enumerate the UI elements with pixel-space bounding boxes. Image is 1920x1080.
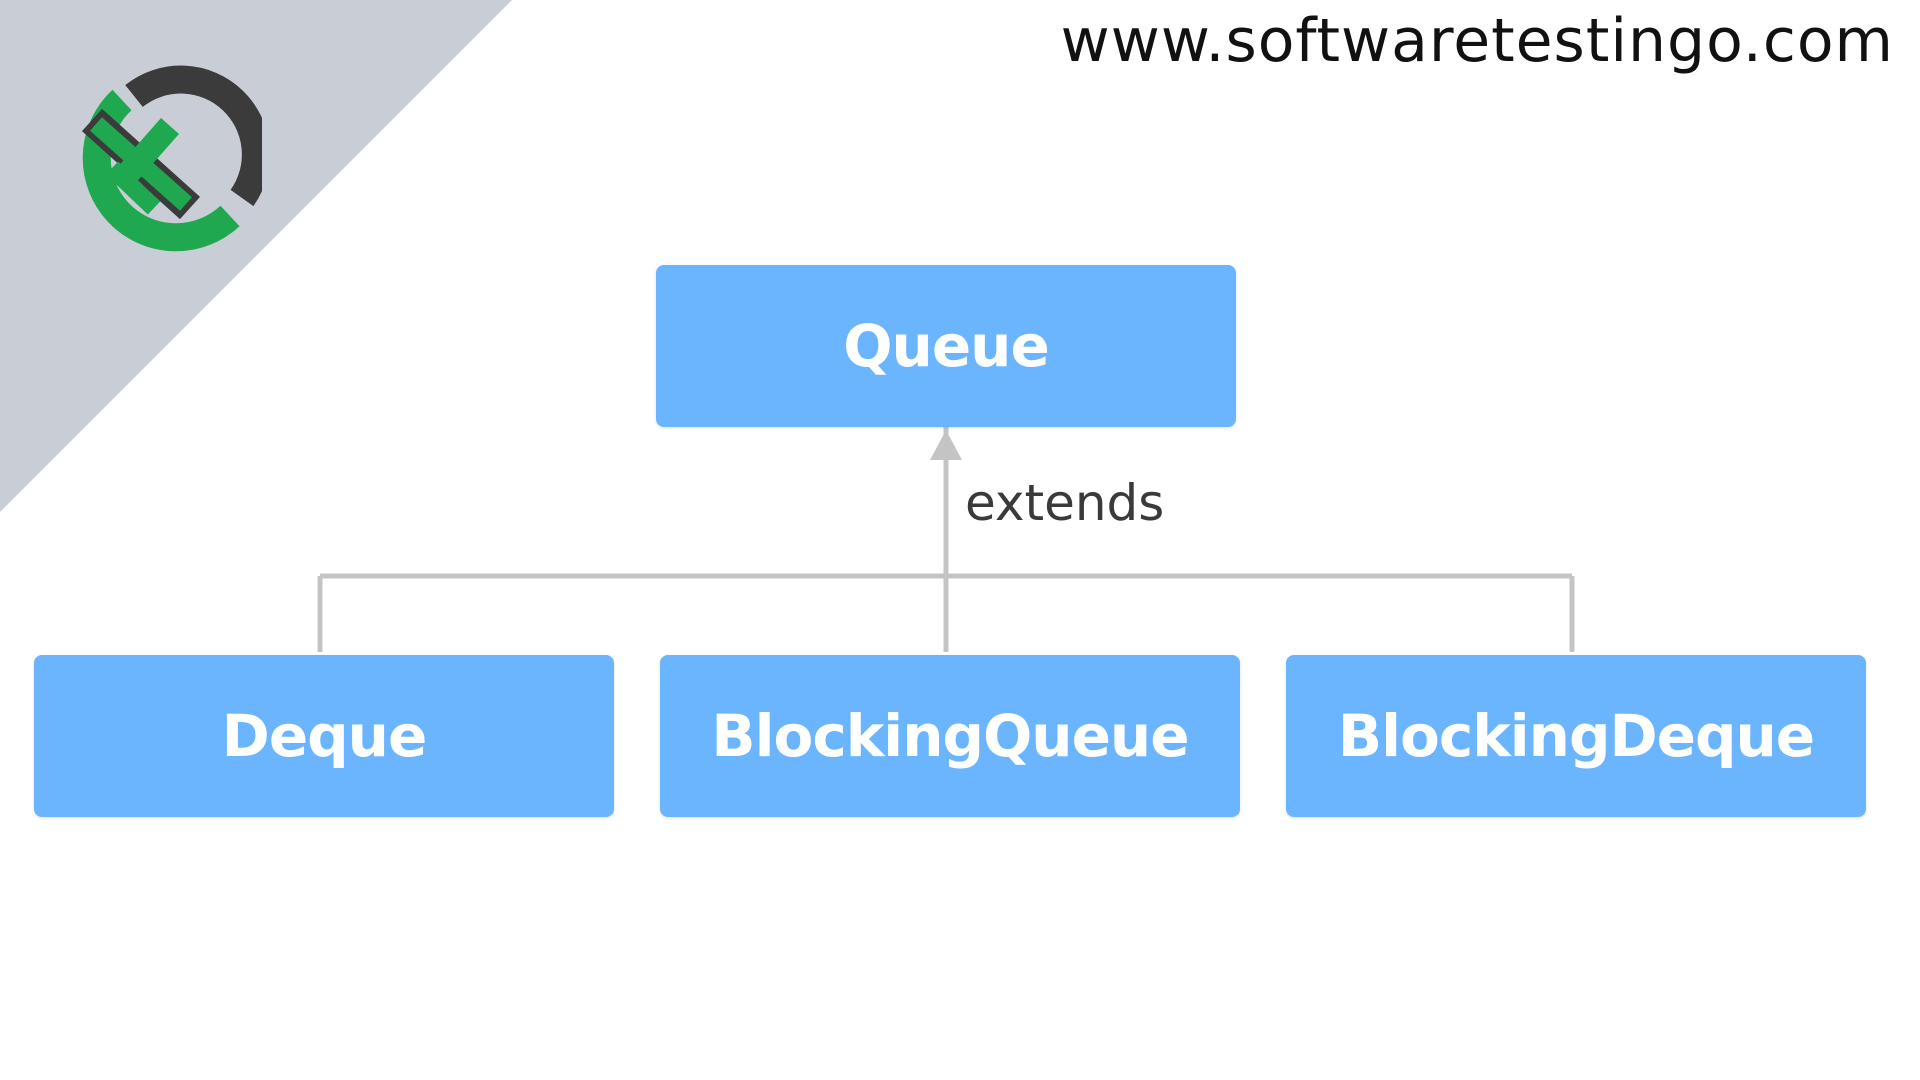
relation-label: extends bbox=[965, 474, 1165, 532]
node-blockingqueue: BlockingQueue bbox=[660, 655, 1240, 817]
arrowhead-icon bbox=[930, 430, 962, 460]
node-deque: Deque bbox=[34, 655, 614, 817]
node-blockingdeque: BlockingDeque bbox=[1286, 655, 1866, 817]
node-queue: Queue bbox=[656, 265, 1236, 427]
site-url: www.softwaretestingo.com bbox=[1060, 6, 1894, 76]
corner-decoration bbox=[0, 0, 512, 512]
brand-logo-icon bbox=[52, 48, 270, 258]
